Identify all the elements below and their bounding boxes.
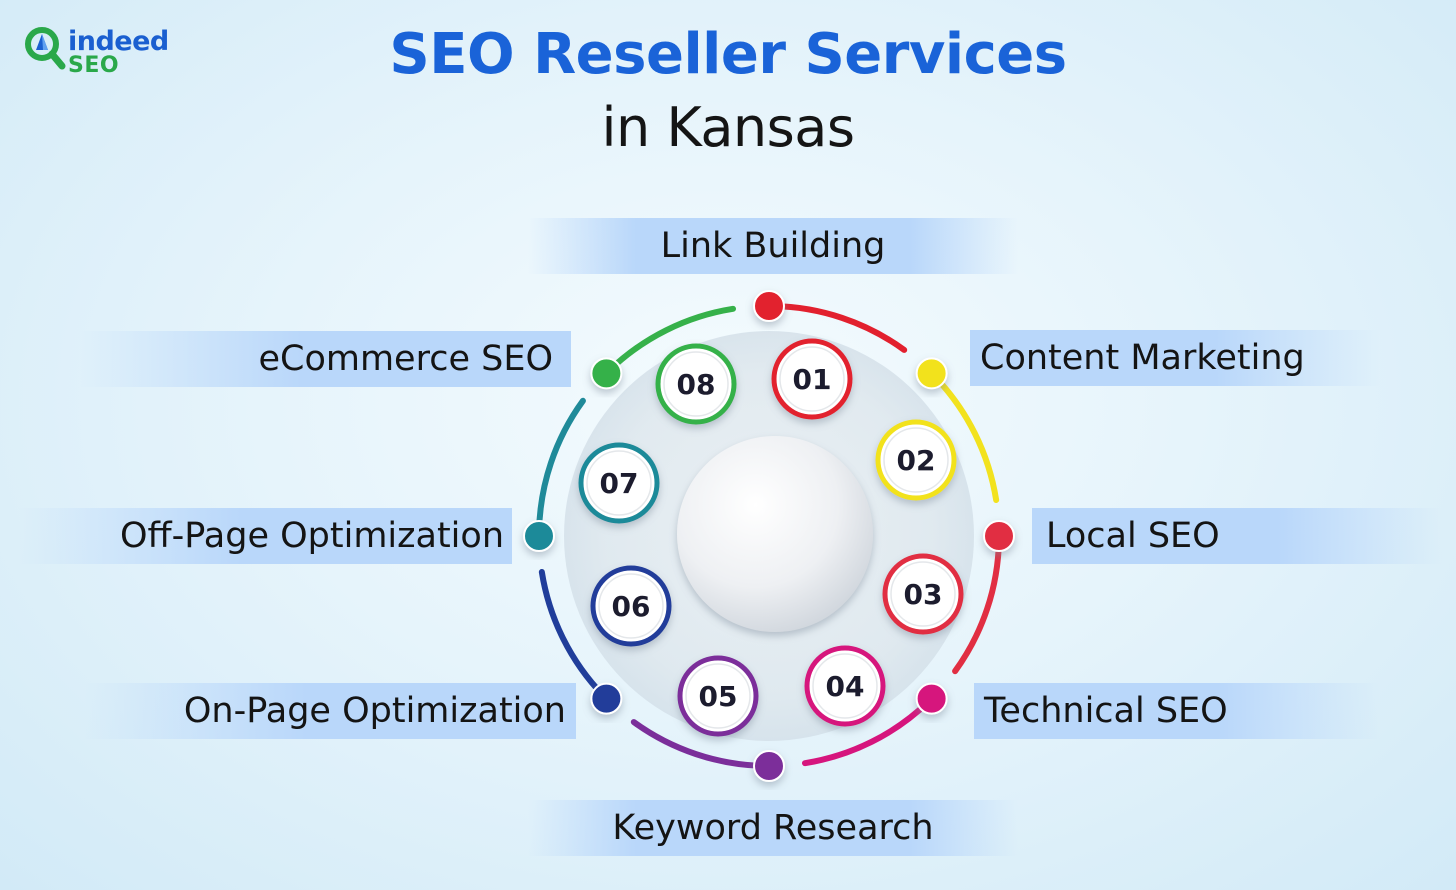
ring-dot-07 (523, 520, 555, 552)
number-badge-text: 03 (904, 578, 943, 611)
ring-dot-02 (915, 357, 948, 390)
ring-arc-05 (630, 719, 768, 769)
number-badge-text: 06 (612, 590, 651, 623)
number-badge-text: 04 (826, 670, 865, 703)
page-subtitle: in Kansas (601, 96, 855, 159)
ring-arc-06 (538, 568, 607, 699)
number-badge-01: 01 (771, 338, 853, 420)
ring-arc-04 (801, 698, 932, 767)
service-label-content-marketing: Content Marketing (970, 330, 1380, 386)
ring-dot-08 (590, 357, 623, 390)
page-title: SEO Reseller Services (389, 22, 1067, 87)
number-badge-05: 05 (677, 655, 759, 737)
number-badge-06: 06 (590, 565, 672, 647)
number-badge-text: 01 (793, 363, 832, 396)
number-badge-text: 08 (677, 368, 716, 401)
service-label-technical-seo: Technical SEO (974, 683, 1380, 739)
number-badge-text: 05 (699, 680, 738, 713)
logo: indeed SEO (24, 26, 174, 82)
ring-dot-04 (915, 682, 948, 715)
logo-word-indeed: indeed (68, 26, 169, 57)
service-label-off-page-optimization: Off-Page Optimization (18, 508, 512, 564)
ring-arc-02 (931, 373, 1000, 504)
number-badge-08: 08 (655, 343, 737, 425)
wheel-hub (677, 436, 873, 632)
number-badge-02: 02 (875, 419, 957, 501)
ring-dot-05 (753, 750, 785, 782)
ring-dot-06 (590, 682, 623, 715)
number-badge-text: 07 (600, 467, 639, 500)
service-label-keyword-research: Keyword Research (528, 800, 1018, 856)
service-label-ecommerce-seo: eCommerce SEO (80, 331, 571, 387)
ring-arc-01 (770, 303, 908, 353)
magnifier-icon (25, 27, 66, 70)
logo-word-seo: SEO (68, 53, 120, 78)
ring-arc-07 (536, 397, 586, 535)
service-label-on-page-optimization: On-Page Optimization (84, 683, 576, 739)
ring-arc-03 (952, 537, 1002, 675)
number-badge-07: 07 (578, 442, 660, 524)
ring-dot-03 (983, 520, 1015, 552)
number-badge-03: 03 (882, 553, 964, 635)
ring-arc-08 (606, 305, 737, 374)
service-label-link-building: Link Building (528, 218, 1018, 274)
number-badge-04: 04 (804, 645, 886, 727)
ring-dot-01 (753, 290, 785, 322)
number-badge-text: 02 (897, 444, 936, 477)
service-label-local-seo: Local SEO (1032, 508, 1442, 564)
